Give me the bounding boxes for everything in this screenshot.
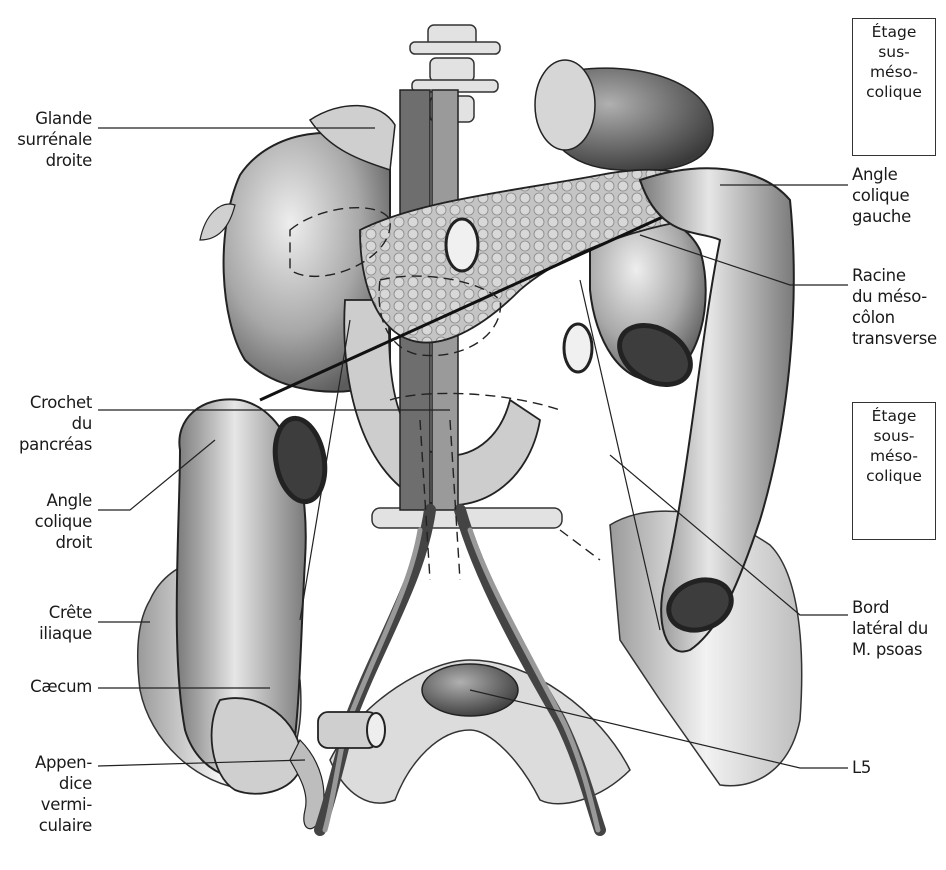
label-caecum: Cæcum <box>10 676 92 697</box>
box-etage-sus-mesocolique: Étage sus- méso- colique <box>852 18 936 156</box>
mesenteric-vessel-cut <box>564 324 592 372</box>
label-angle-colique-droit: Angle colique droit <box>10 490 92 553</box>
label-crochet-du-pancreas: Crochet du pancréas <box>10 392 92 455</box>
label-racine-mesocolon-transverse: Racine du méso- côlon transverse <box>852 265 937 349</box>
label-bord-lateral-psoas: Bord latéral du M. psoas <box>852 597 928 660</box>
label-crete-iliaque: Crête iliaque <box>10 602 92 644</box>
box-etage-sous-mesocolique: Étage sous- méso- colique <box>852 402 936 540</box>
label-appendice-vermiculaire: Appen- dice vermi- culaire <box>10 752 92 836</box>
mesenteric-vessels <box>446 219 478 271</box>
label-l5: L5 <box>852 757 871 778</box>
label-glande-surrenale-droite: Glande surrénale droite <box>10 108 92 171</box>
label-angle-colique-gauche: Angle colique gauche <box>852 164 911 227</box>
stomach-fundus <box>535 60 595 150</box>
